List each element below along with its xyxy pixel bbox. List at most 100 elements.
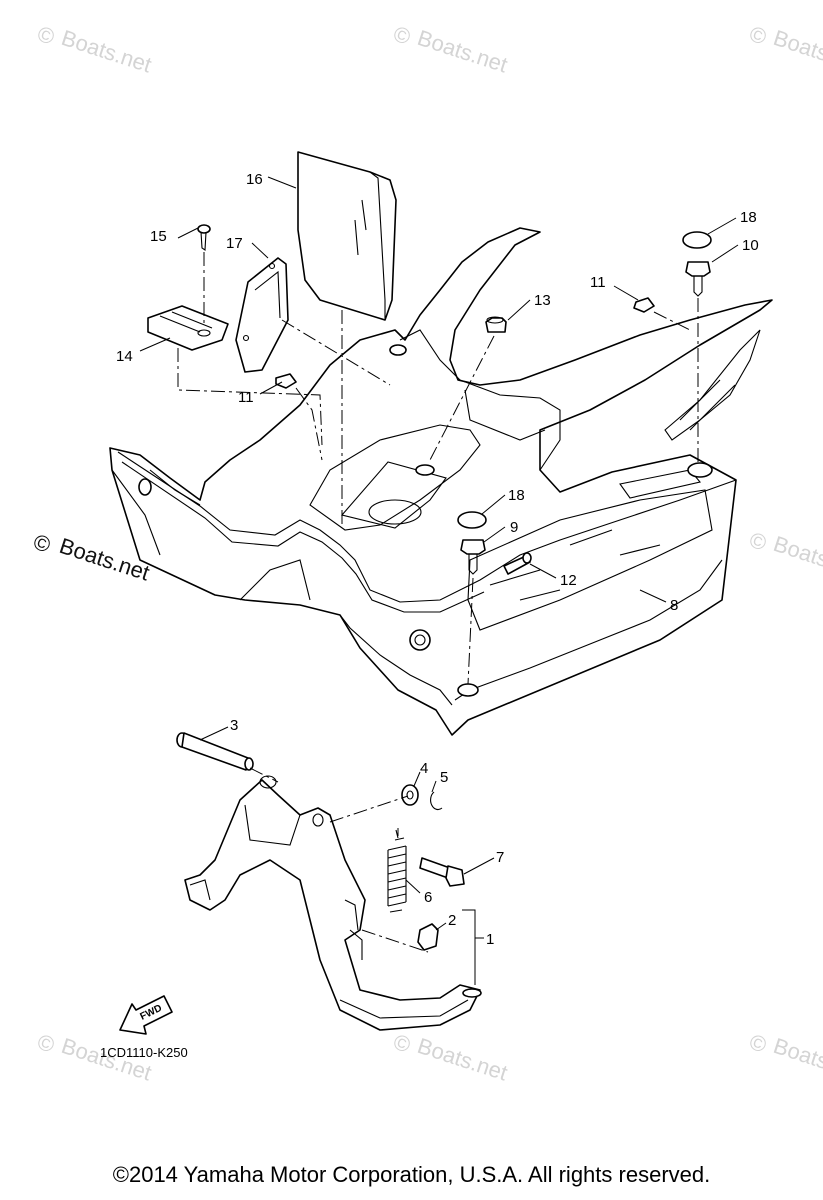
leader-8 bbox=[639, 589, 667, 603]
callout-12: 12 bbox=[560, 572, 577, 589]
leader-11-left bbox=[259, 381, 283, 395]
part-5-circlip bbox=[430, 791, 443, 811]
callout-5: 5 bbox=[440, 769, 448, 786]
left-side-panel bbox=[111, 469, 201, 556]
bolt-7-shank bbox=[419, 857, 451, 879]
pad-14-ribs bbox=[159, 311, 213, 333]
callout-4: 4 bbox=[420, 760, 428, 777]
small-panel-17 bbox=[235, 257, 289, 373]
deck-rim-line bbox=[121, 461, 485, 613]
part-11-clip-right bbox=[633, 297, 655, 313]
storage-box-outer bbox=[309, 424, 481, 531]
spring-6-sides bbox=[387, 846, 407, 906]
screw-12-head bbox=[522, 552, 532, 564]
mount-hole-left bbox=[138, 478, 152, 496]
part-13-grommet bbox=[485, 316, 507, 333]
leader-10 bbox=[711, 244, 739, 263]
cap-18 bbox=[682, 231, 712, 249]
leader-15 bbox=[177, 227, 199, 239]
watermark-symbol-dark: © bbox=[30, 529, 53, 558]
leader-4 bbox=[413, 771, 421, 787]
leader-9 bbox=[483, 526, 506, 543]
stand-1-hook bbox=[344, 899, 363, 960]
align-2 bbox=[361, 929, 429, 953]
part-14-pad bbox=[147, 305, 229, 351]
leader-2 bbox=[435, 922, 447, 931]
part-11-clip-left bbox=[275, 373, 297, 389]
callout-7: 7 bbox=[496, 849, 504, 866]
callout-18-bottom: 18 bbox=[508, 487, 525, 504]
callout-14: 14 bbox=[116, 348, 133, 365]
leader-lines bbox=[139, 176, 739, 985]
clip-11 bbox=[275, 373, 297, 389]
part-3-pivot-shaft bbox=[176, 732, 254, 771]
part-17-panel bbox=[235, 257, 289, 373]
pivot-boss-inner bbox=[414, 634, 426, 646]
shaft-3-end bbox=[244, 757, 254, 771]
watermark-text: Boats.net bbox=[414, 25, 510, 78]
part-6-spring bbox=[387, 829, 407, 913]
stand-1-foot-pad bbox=[462, 988, 482, 998]
callout-16: 16 bbox=[246, 171, 263, 188]
fwd-arrow-icon: FWD bbox=[119, 995, 173, 1035]
leader-5 bbox=[431, 780, 437, 793]
tunnel-edge bbox=[399, 329, 561, 471]
small-panel-17-edge bbox=[254, 270, 281, 319]
callout-11-right: 11 bbox=[590, 274, 606, 291]
alignment-lines bbox=[177, 252, 699, 953]
storage-box-inner bbox=[340, 461, 447, 529]
watermark-symbol: © bbox=[390, 21, 413, 50]
align-11-left bbox=[295, 387, 323, 461]
watermark-symbol: © bbox=[746, 21, 769, 50]
leader-11-right bbox=[613, 285, 639, 301]
washer-4-hole bbox=[406, 790, 414, 800]
leader-7 bbox=[463, 857, 495, 875]
align-17-body bbox=[281, 319, 391, 386]
floor-slot bbox=[619, 469, 701, 499]
spring-6-coils bbox=[387, 837, 407, 913]
cap-18 bbox=[457, 511, 487, 529]
cover-panel-16-detail bbox=[354, 199, 367, 256]
align-3-stand bbox=[249, 767, 409, 823]
watermark-symbol: © bbox=[34, 21, 57, 50]
front-lip bbox=[339, 614, 453, 706]
callout-9: 9 bbox=[510, 519, 518, 536]
callout-labels: 16 15 17 14 11 13 11 18 10 18 9 12 8 3 4… bbox=[116, 171, 759, 948]
mount-hole-right bbox=[687, 462, 713, 478]
watermark-text: Boats.net bbox=[58, 25, 154, 78]
mount-hole-center bbox=[415, 464, 435, 476]
bolt-7-head bbox=[445, 865, 465, 887]
shaft-3-body bbox=[181, 732, 249, 771]
leader-13 bbox=[507, 299, 531, 321]
screw-15-shank bbox=[200, 231, 207, 251]
part-18-cap-top bbox=[682, 231, 712, 249]
watermark-text: Boats.net bbox=[414, 1033, 510, 1086]
bolt-10-head bbox=[685, 261, 711, 277]
callout-15: 15 bbox=[150, 228, 167, 245]
floor-board-body bbox=[109, 227, 773, 736]
part-7-bolt bbox=[419, 857, 465, 887]
align-14-body bbox=[177, 348, 323, 446]
clip-11 bbox=[633, 297, 655, 313]
callout-2: 2 bbox=[448, 912, 456, 929]
callout-1: 1 bbox=[486, 931, 494, 948]
deck-edge-line bbox=[117, 451, 737, 603]
leader-6 bbox=[405, 879, 421, 894]
vent-slats bbox=[679, 379, 736, 431]
align-11-right bbox=[653, 311, 691, 331]
mount-hole-front bbox=[457, 683, 479, 697]
callout-6: 6 bbox=[424, 889, 432, 906]
left-inner-panel bbox=[239, 559, 311, 601]
storage-box-floor bbox=[368, 499, 422, 525]
watermark-symbol: © bbox=[390, 1029, 413, 1058]
watermark-symbol: © bbox=[34, 1029, 57, 1058]
leader-17 bbox=[251, 242, 269, 259]
watermark-text: Boats.net bbox=[770, 1033, 823, 1086]
small-panel-17-hole bbox=[268, 262, 276, 270]
stand-1-pivot-hole bbox=[259, 775, 277, 789]
stand-1-pivot-hole bbox=[312, 813, 324, 827]
leader-12 bbox=[529, 563, 557, 579]
callout-10: 10 bbox=[742, 237, 759, 254]
grommet-13-top bbox=[486, 316, 504, 324]
